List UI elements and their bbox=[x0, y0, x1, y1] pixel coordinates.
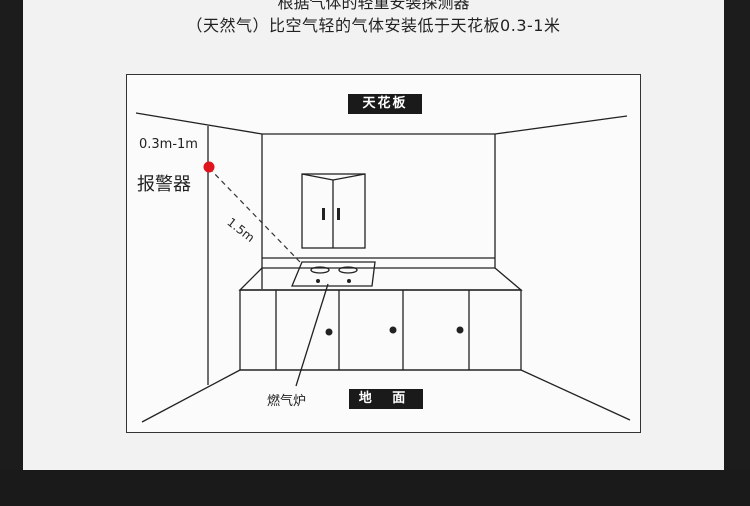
base-cabinet bbox=[239, 289, 522, 371]
distance-label: 0.3m-1m bbox=[139, 137, 198, 152]
floor-left-edge bbox=[141, 369, 241, 423]
distance-dashed-line bbox=[208, 167, 301, 263]
heading-line-1: 根据气体的轻重安装探测器 bbox=[277, 0, 470, 12]
ceiling-tag: 天花板 bbox=[348, 94, 422, 114]
floor-tag: 地 面 bbox=[349, 389, 423, 409]
bottom-band bbox=[0, 470, 750, 506]
countertop bbox=[238, 267, 523, 291]
diagram-frame bbox=[126, 74, 641, 433]
floor-right-edge bbox=[520, 369, 631, 421]
heading-line-2: （天然气）比空气轻的气体安装低于天花板0.3-1米 bbox=[186, 16, 561, 35]
stove-pointer bbox=[295, 283, 329, 387]
alarm-dot bbox=[203, 161, 215, 173]
gas-stove bbox=[291, 261, 376, 287]
left-ceiling-edge bbox=[135, 112, 628, 135]
stove-label: 燃气炉 bbox=[267, 394, 307, 409]
alarm-label: 报警器 bbox=[137, 174, 191, 195]
